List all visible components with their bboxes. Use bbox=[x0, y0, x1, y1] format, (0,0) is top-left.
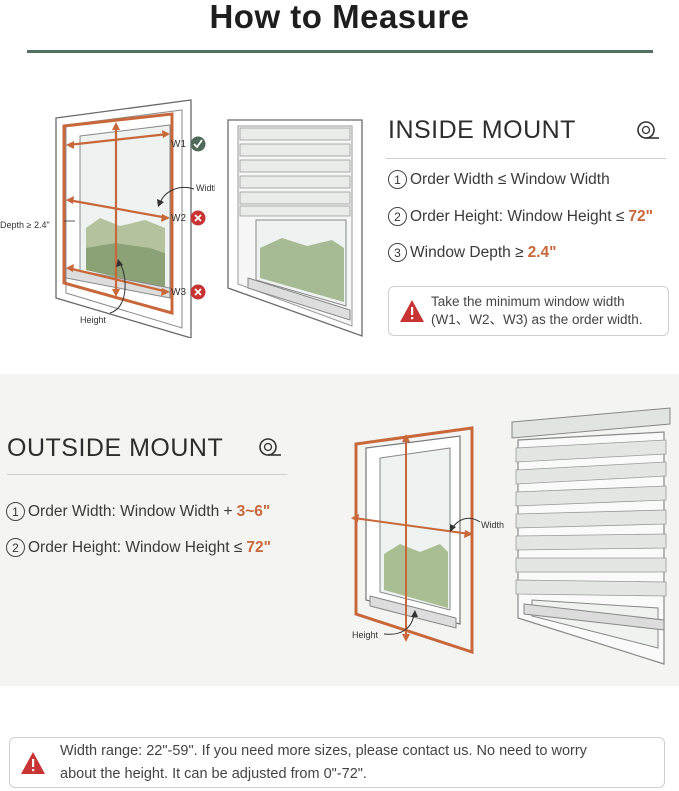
x-circle-icon bbox=[190, 284, 206, 300]
outside-mount-heading: OUTSIDE MOUNT bbox=[7, 434, 224, 462]
rule-number: 2 bbox=[6, 538, 25, 557]
warning-triangle-icon bbox=[21, 751, 45, 774]
inside-heading-divider bbox=[386, 158, 666, 159]
w1-label: W1 bbox=[171, 139, 186, 150]
outside-heading-divider bbox=[7, 474, 287, 475]
outside-rule-1: 1 Order Width: Window Width + 3~6" bbox=[6, 502, 270, 521]
rule-accent-value: 72" bbox=[628, 207, 653, 225]
size-range-note: Width range: 22"-59". If you need more s… bbox=[9, 737, 665, 788]
w3-label: W3 bbox=[171, 287, 186, 298]
measure-outline bbox=[354, 426, 474, 654]
rule-number: 3 bbox=[388, 243, 407, 262]
outside-width-label: Width bbox=[481, 520, 505, 530]
outside-height-label: Height bbox=[352, 630, 379, 640]
inside-note-text: Take the minimum window width (W1、W2、W3)… bbox=[431, 293, 643, 329]
rule-text: Order Height: Window Height ≤ bbox=[410, 207, 625, 225]
inside-rule-3: 3 Window Depth ≥ 2.4" bbox=[388, 243, 557, 262]
outside-window-diagram bbox=[351, 426, 481, 654]
inside-rule-1: 1 Order Width ≤ Window Width bbox=[388, 170, 610, 189]
rule-number: 2 bbox=[388, 207, 407, 226]
rule-number: 1 bbox=[6, 502, 25, 521]
zoom-measure-icon bbox=[259, 438, 281, 456]
rule-accent-value: 2.4" bbox=[527, 243, 557, 261]
measure-outline bbox=[62, 112, 174, 315]
depth-label: Depth ≥ 2.4" bbox=[0, 220, 50, 230]
warning-triangle-icon bbox=[400, 300, 424, 322]
note-line-2: about the height. It can be adjusted fro… bbox=[60, 765, 367, 782]
inside-mount-section: W1 W2 W3 Width Depth ≥ 2.4" Height bbox=[0, 88, 679, 358]
note-line-2: (W1、W2、W3) as the order width. bbox=[431, 312, 643, 327]
rule-number: 1 bbox=[388, 170, 407, 189]
outside-mount-section: OUTSIDE MOUNT 1 Order Width: Window Widt… bbox=[0, 374, 679, 686]
title-divider bbox=[27, 50, 653, 53]
rule-text: Order Width: Window Width + bbox=[28, 502, 233, 520]
shade-slats bbox=[515, 439, 667, 597]
inside-shade-diagram bbox=[227, 119, 363, 337]
outside-rule-2: 2 Order Height: Window Height ≤ 72" bbox=[6, 538, 271, 557]
rule-accent-value: 72" bbox=[246, 538, 271, 556]
note-line-1: Take the minimum window width bbox=[431, 294, 625, 309]
width-label: Width bbox=[196, 183, 215, 193]
page-title: How to Measure bbox=[209, 0, 470, 35]
note-line-1: Width range: 22"-59". If you need more s… bbox=[60, 742, 587, 759]
shade-slats bbox=[239, 127, 351, 217]
rule-text: Window Depth ≥ bbox=[410, 243, 524, 261]
inside-rule-2: 2 Order Height: Window Height ≤ 72" bbox=[388, 207, 653, 226]
inside-window-diagram: W1 W2 W3 Width Depth ≥ 2.4" Height bbox=[0, 99, 215, 338]
rule-text: Order Width ≤ Window Width bbox=[410, 170, 610, 188]
height-label: Height bbox=[80, 315, 107, 325]
rule-text: Order Height: Window Height ≤ bbox=[28, 538, 243, 556]
rule-accent-value: 3~6" bbox=[236, 502, 271, 520]
inside-note-box: Take the minimum window width (W1、W2、W3)… bbox=[388, 286, 669, 336]
outside-shade-diagram bbox=[511, 407, 671, 665]
x-circle-icon bbox=[190, 210, 206, 226]
check-circle-icon bbox=[190, 136, 206, 152]
zoom-measure-icon bbox=[637, 121, 659, 139]
w2-label: W2 bbox=[171, 213, 186, 224]
inside-mount-heading: INSIDE MOUNT bbox=[388, 116, 576, 144]
size-range-text: Width range: 22"-59". If you need more s… bbox=[60, 740, 587, 786]
